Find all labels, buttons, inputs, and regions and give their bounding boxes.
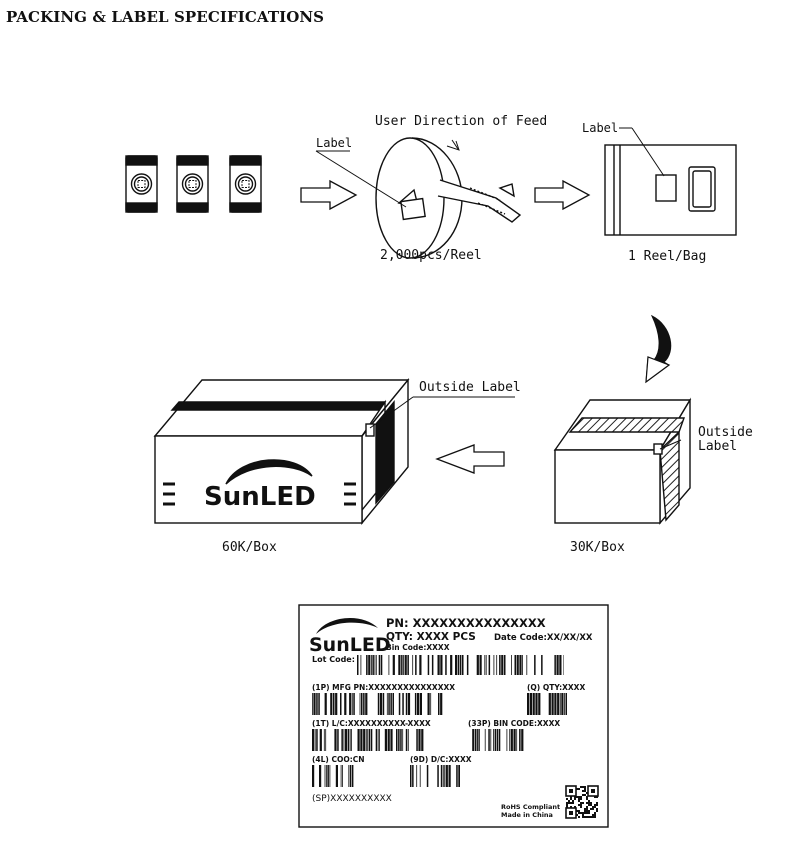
barcode-lot (357, 655, 564, 675)
barcode-qty (527, 693, 567, 715)
bag-label-text: Label (582, 121, 618, 135)
arrow-right-icon (534, 179, 591, 211)
reel-label-text: Label (316, 136, 352, 150)
bag-qty-text: 1 Reel/Bag (628, 249, 706, 264)
led-component-2 (176, 155, 209, 213)
arrow-right-icon (300, 179, 358, 211)
label-lc: (1T) L/C:XXXXXXXXXX-XXXX (312, 719, 431, 728)
feed-direction-text: User Direction of Feed (375, 114, 547, 129)
small-box-label-line2: Label (698, 439, 737, 454)
arrow-left-icon (435, 444, 505, 474)
small-box-label-line1: Outside (698, 425, 753, 440)
barcode-coo (312, 765, 354, 787)
reel-label-leader (315, 150, 407, 208)
small-box-qty-text: 30K/Box (570, 540, 625, 555)
label-q-qty: (Q) QTY:XXXX (527, 683, 585, 692)
label-rohs: RoHS Compliant (501, 803, 560, 811)
label-date-code: Date Code:XX/XX/XX (494, 633, 593, 643)
barcode-dc (410, 765, 460, 787)
big-box-brand: SunLED (204, 482, 316, 512)
brand-arc (316, 617, 378, 634)
label-bin-code-2: (33P) BIN CODE:XXXX (468, 719, 560, 728)
led-component-1 (125, 155, 158, 213)
barcode-mfg-pn (312, 693, 443, 715)
label-made-in: Made in China (501, 811, 553, 819)
reel-qty-text: 2,000pcs/Reel (380, 248, 482, 263)
label-bin-code: Bin Code:XXXX (386, 643, 450, 652)
page-title: PACKING & LABEL SPECIFICATIONS (6, 8, 325, 26)
big-box-label-leader (369, 396, 414, 429)
qr-code (565, 785, 599, 819)
label-mfg-pn: (1P) MFG PN:XXXXXXXXXXXXXXX (312, 683, 455, 692)
label-lot-code: Lot Code: (312, 655, 355, 664)
barcode-bin (472, 729, 524, 751)
label-qty: QTY: XXXX PCS (386, 631, 476, 643)
label-pn: PN: XXXXXXXXXXXXXXX (386, 616, 546, 630)
bag-label-leader (631, 127, 665, 177)
curved-arrow-head (645, 356, 671, 384)
label-sp: (SP)XXXXXXXXXX (312, 794, 392, 804)
label-dc: (9D) D/C:XXXX (410, 755, 472, 764)
reel-drawing (375, 137, 522, 259)
label-brand: SunLED (309, 634, 391, 656)
big-box-label-text: Outside Label (419, 380, 521, 395)
big-box-qty-text: 60K/Box (222, 540, 277, 555)
big-box-drawing (153, 378, 410, 525)
barcode-lc (312, 729, 424, 751)
label-coo: (4L) COO:CN (312, 755, 365, 764)
small-box-label-leader (659, 439, 682, 450)
label-card: SunLED PN: XXXXXXXXXXXXXXX QTY: XXXX PCS… (298, 604, 609, 828)
bag-drawing (604, 144, 737, 236)
led-component-3 (229, 155, 262, 213)
small-box-drawing (553, 397, 692, 525)
